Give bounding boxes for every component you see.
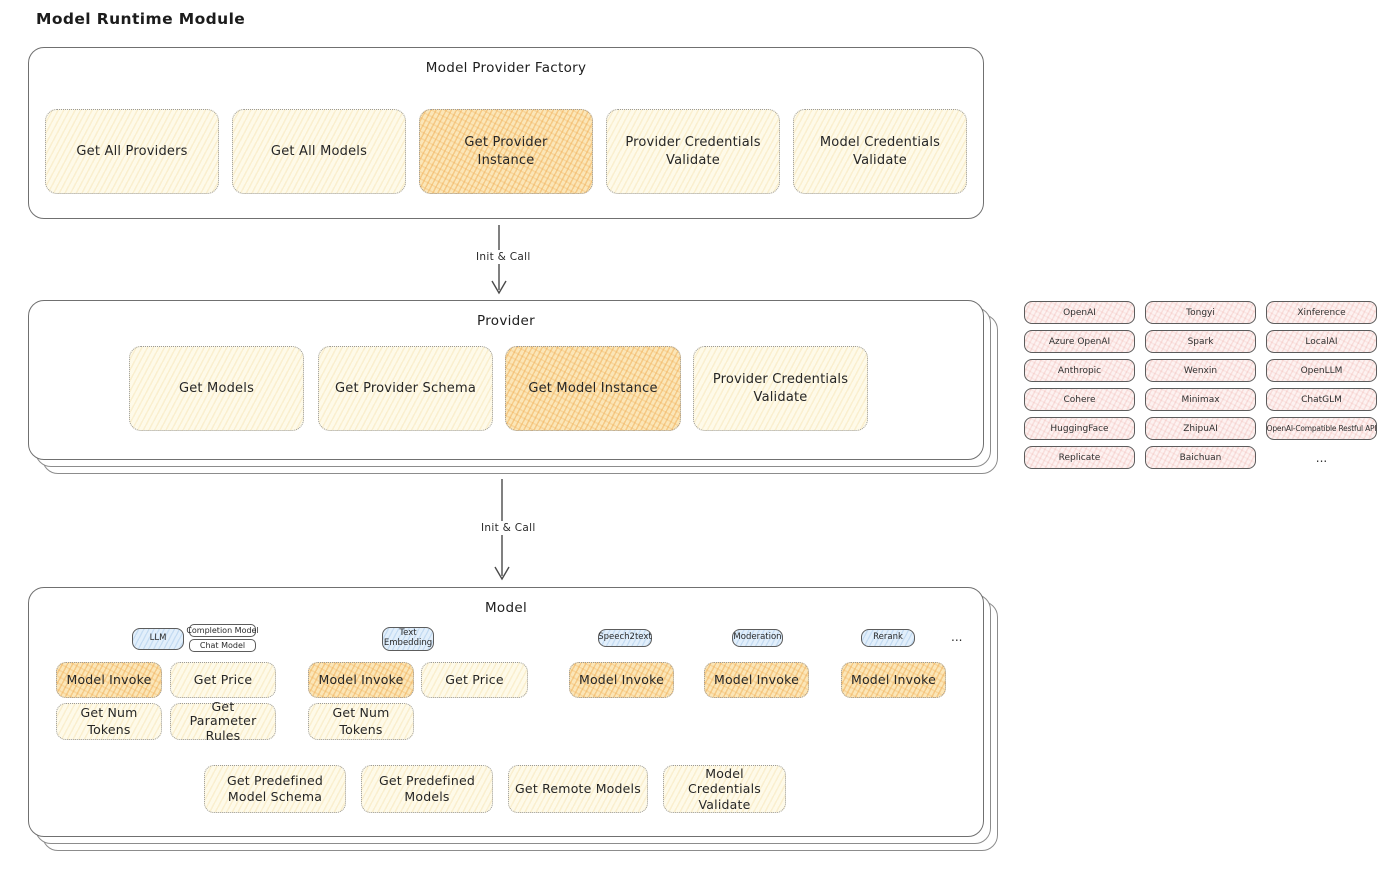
provider-item-spark: Spark [1145, 330, 1256, 353]
tab-completion-model: Completion Model [186, 624, 259, 637]
page-title: Model Runtime Module [36, 10, 246, 28]
provider-list-ellipsis: ... [1315, 450, 1328, 465]
provider-item-huggingface: HuggingFace [1024, 417, 1135, 440]
provider-item-localai: LocalAI [1266, 330, 1377, 353]
box-label: Get Model Instance [528, 380, 658, 396]
provider-item-xinference: Xinference [1266, 301, 1377, 324]
provider-item-openai: OpenAI [1024, 301, 1135, 324]
op-rerank-model-invoke: Model Invoke [841, 662, 946, 698]
box-label: Get Provider Instance [464, 134, 548, 168]
provider-title: Provider [477, 313, 535, 329]
factory-box-row: Get All Providers Get All Models Get Pro… [45, 109, 967, 194]
op-llm-get-price: Get Price [170, 662, 276, 698]
op-model-credentials-validate: Model Credentials Validate [663, 765, 786, 813]
provider-box-get-provider-schema: Get Provider Schema [318, 346, 493, 431]
provider-box-get-model-instance: Get Model Instance [505, 346, 681, 431]
provider-item-tongyi: Tongyi [1145, 301, 1256, 324]
provider-item-zhipuai: ZhipuAI [1145, 417, 1256, 440]
op-llm-get-parameter-rules: Get Parameter Rules [170, 699, 276, 742]
op-embedding-model-invoke: Model Invoke [308, 662, 414, 698]
provider-item-openai-compatible-restful-api: OpenAI-Compatible Restful API [1266, 417, 1377, 440]
tab-rerank: Rerank [861, 629, 915, 647]
op-get-predefined-model-schema: Get Predefined Model Schema [204, 765, 346, 813]
box-label: Provider Credentials Validate [625, 134, 761, 168]
tab-chat-model: Chat Model [189, 639, 256, 652]
provider-item-azure-openai: Azure OpenAI [1024, 330, 1135, 353]
init-call-label-2: Init & Call [476, 521, 541, 535]
factory-box-provider-credentials-validate: Provider Credentials Validate [606, 109, 780, 194]
op-get-predefined-models: Get Predefined Models [361, 765, 493, 813]
model-provider-factory-container: Model Provider Factory Get All Providers… [28, 47, 984, 219]
tab-text-embedding: Text Embedding [382, 627, 434, 651]
provider-item-anthropic: Anthropic [1024, 359, 1135, 382]
box-label: Get All Providers [76, 143, 188, 159]
tab-moderation: Moderation [732, 629, 783, 647]
factory-box-get-all-models: Get All Models [232, 109, 406, 194]
provider-item-replicate: Replicate [1024, 446, 1135, 469]
box-label: Model Credentials Validate [819, 134, 941, 168]
box-label: Provider Credentials Validate [712, 371, 849, 405]
provider-item-wenxin: Wenxin [1145, 359, 1256, 382]
op-moderation-model-invoke: Model Invoke [704, 662, 809, 698]
init-call-label-1: Init & Call [471, 250, 536, 264]
factory-title: Model Provider Factory [425, 60, 587, 76]
op-speech2text-model-invoke: Model Invoke [569, 662, 674, 698]
factory-box-get-all-providers: Get All Providers [45, 109, 219, 194]
provider-item-minimax: Minimax [1145, 388, 1256, 411]
provider-list: OpenAI Tongyi Xinference Azure OpenAI Sp… [1024, 301, 1377, 469]
op-embedding-get-num-tokens: Get Num Tokens [308, 703, 414, 740]
provider-item-chatglm: ChatGLM [1266, 388, 1377, 411]
op-get-remote-models: Get Remote Models [508, 765, 648, 813]
op-llm-get-num-tokens: Get Num Tokens [56, 703, 162, 740]
model-title: Model [484, 600, 528, 616]
op-embedding-get-price: Get Price [421, 662, 528, 698]
provider-container: Provider Get Models Get Provider Schema … [28, 300, 984, 460]
factory-box-model-credentials-validate: Model Credentials Validate [793, 109, 967, 194]
model-container: Model LLM Completion Model Chat Model Te… [28, 587, 984, 837]
tab-llm: LLM [132, 628, 184, 650]
provider-box-provider-credentials-validate: Provider Credentials Validate [693, 346, 868, 431]
provider-box-get-models: Get Models [129, 346, 304, 431]
provider-item-cohere: Cohere [1024, 388, 1135, 411]
op-llm-model-invoke: Model Invoke [56, 662, 162, 698]
tab-speech2text: Speech2text [598, 629, 652, 647]
box-label: Get All Models [270, 143, 368, 159]
factory-box-get-provider-instance: Get Provider Instance [419, 109, 593, 194]
box-label: Get Models [178, 380, 255, 396]
provider-item-baichuan: Baichuan [1145, 446, 1256, 469]
provider-item-openllm: OpenLLM [1266, 359, 1377, 382]
tabs-ellipsis: ... [951, 630, 963, 644]
box-label: Get Provider Schema [334, 380, 477, 396]
